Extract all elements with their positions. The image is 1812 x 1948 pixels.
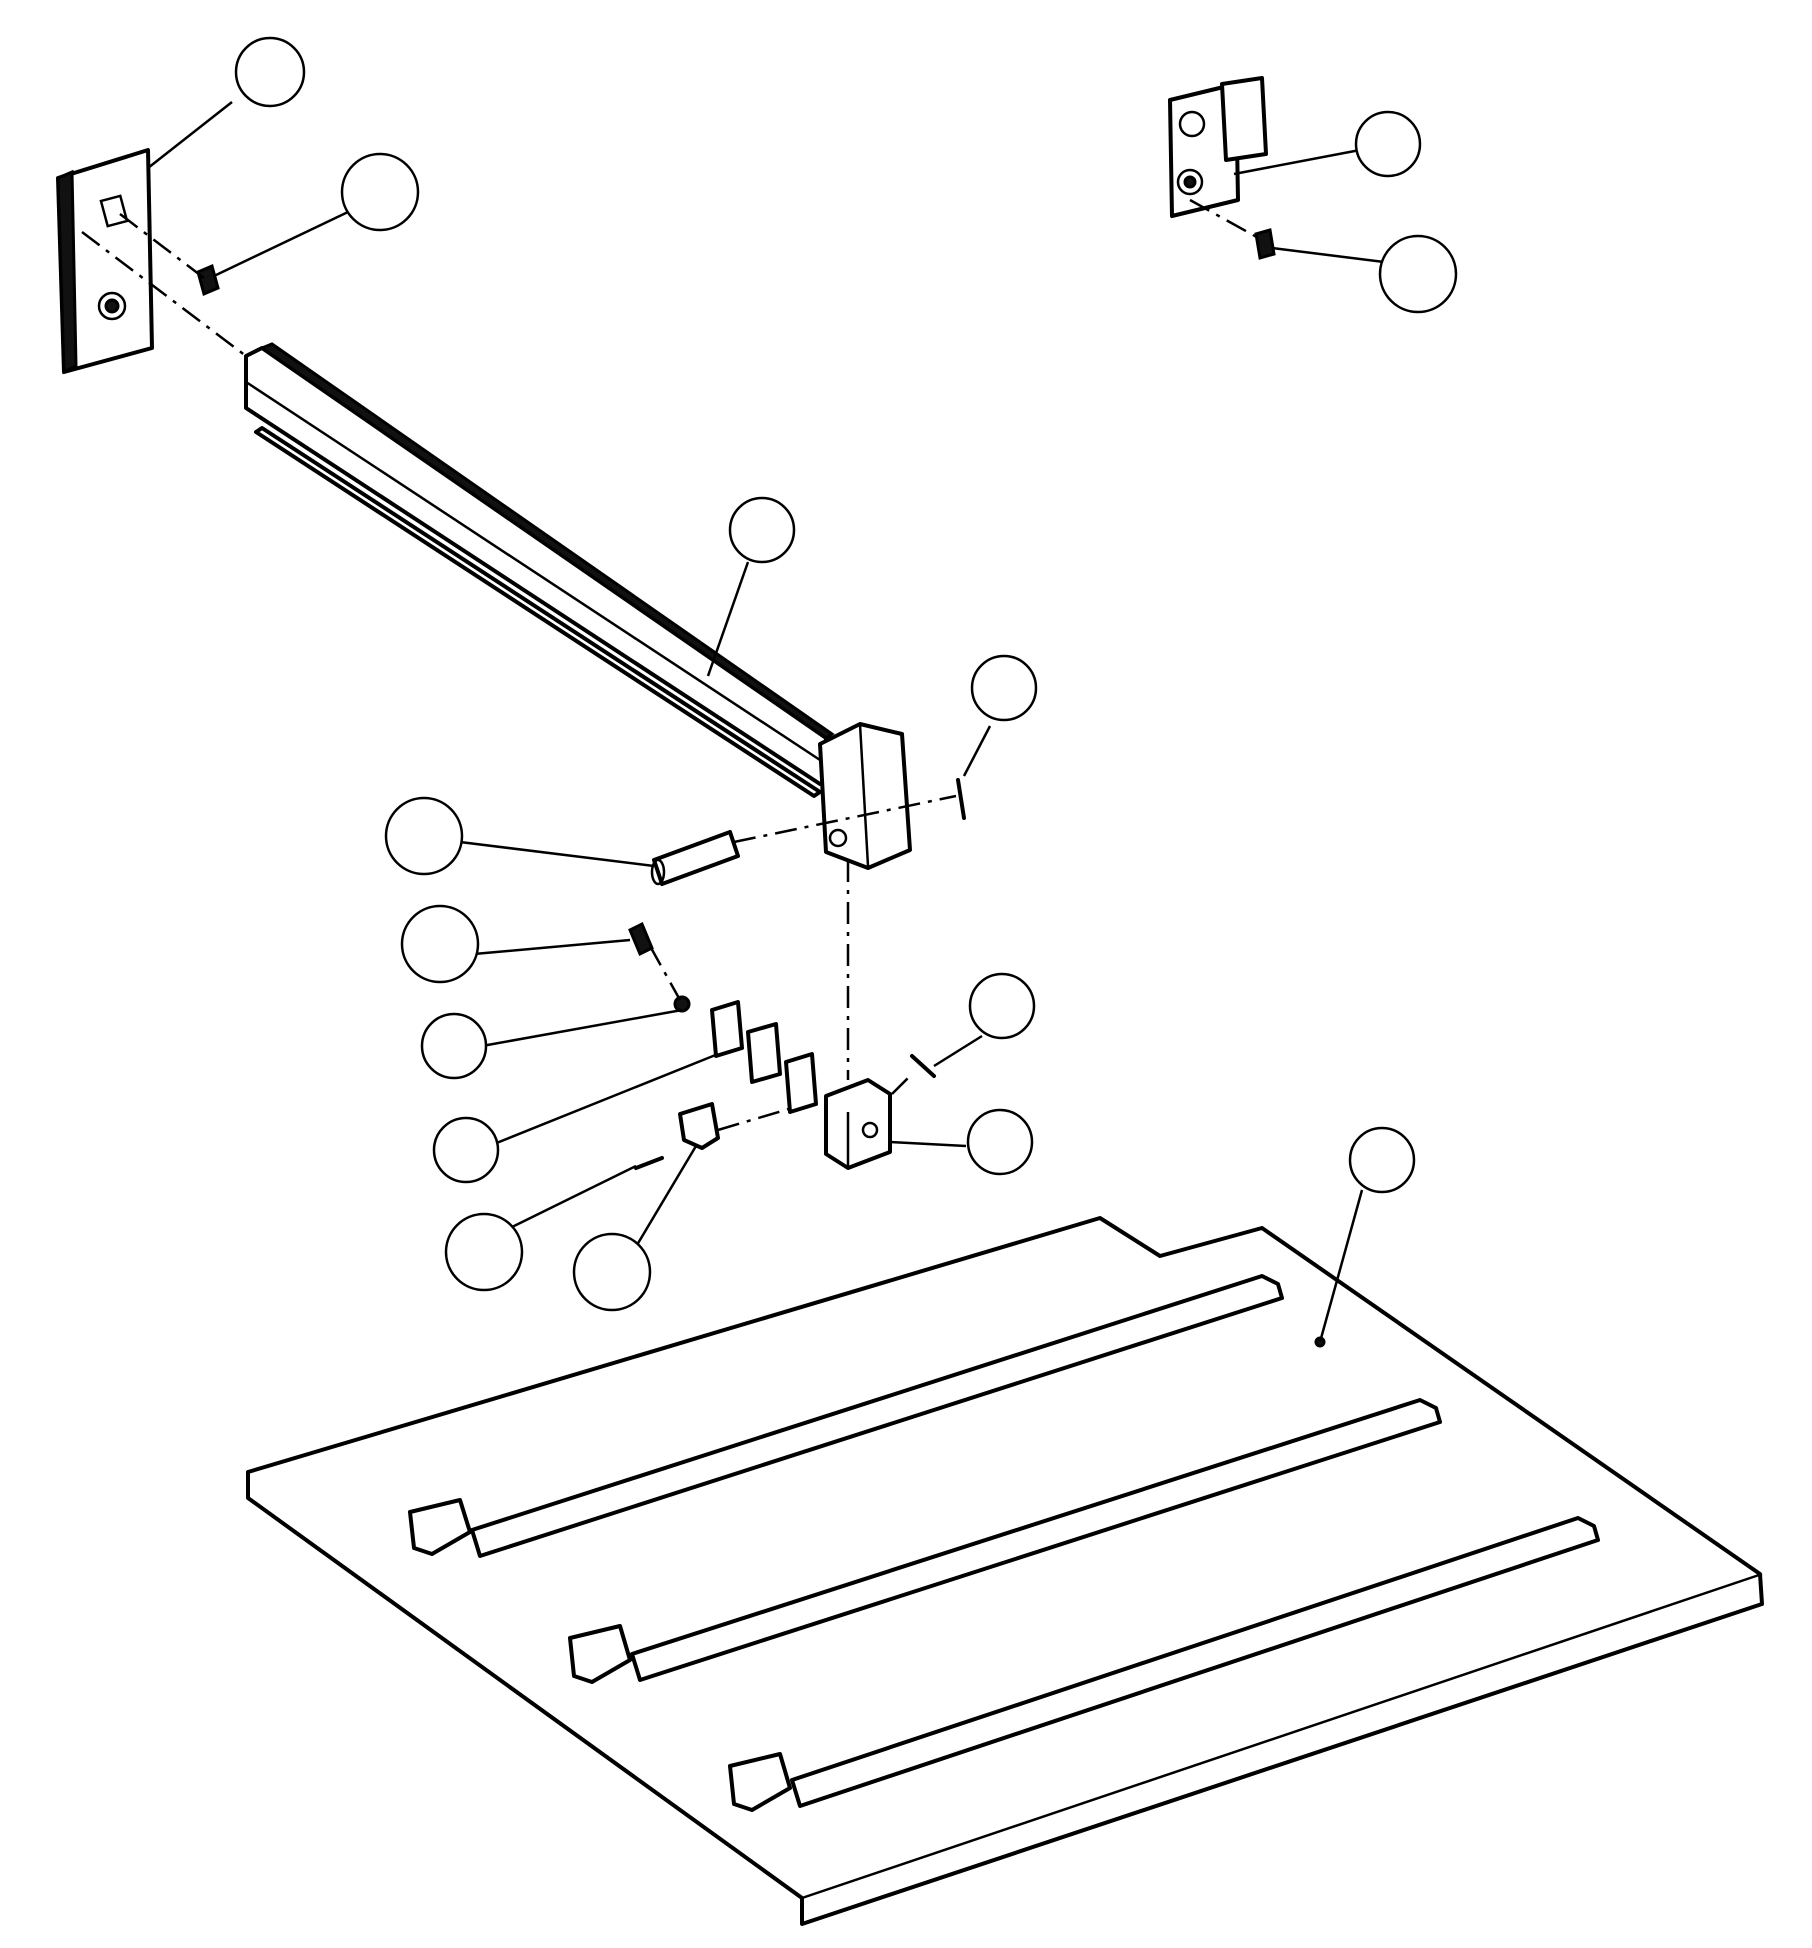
bracket-screw-right[interactable] (1254, 228, 1276, 260)
right-mounting-bracket[interactable] (1168, 76, 1268, 218)
callout-12 (966, 1108, 1034, 1176)
assembly-lines (81, 198, 1263, 1132)
slide-track-2[interactable] (568, 1398, 1442, 1684)
callout-1 (234, 36, 306, 108)
callout-9 (420, 1012, 488, 1080)
callout-6 (970, 654, 1038, 722)
bracket-screw-left[interactable] (196, 263, 220, 297)
spacer-plate-2[interactable] (746, 1022, 782, 1084)
callout-11 (432, 1116, 500, 1184)
rail-end-cap[interactable] (818, 722, 912, 870)
leader-lines (147, 101, 1385, 1343)
callout-10 (968, 972, 1036, 1040)
clip-screw[interactable] (634, 1156, 664, 1170)
rail-bar[interactable] (244, 342, 835, 798)
callout-5 (728, 496, 796, 564)
callout-8 (400, 904, 480, 984)
callout-4 (1378, 234, 1458, 314)
spacer-plate-1[interactable] (710, 1000, 744, 1058)
left-mounting-bracket[interactable] (56, 148, 154, 375)
callout-3 (1354, 110, 1422, 178)
end-pin[interactable] (650, 830, 740, 886)
washer-screw[interactable] (628, 921, 654, 957)
latch-spring[interactable] (910, 1054, 936, 1078)
base-plate[interactable] (246, 1216, 1764, 1926)
slide-track-1[interactable] (408, 1274, 1284, 1558)
callout-7 (384, 796, 464, 876)
small-washer[interactable] (673, 995, 691, 1013)
callout-13 (1348, 1126, 1416, 1194)
callout-2 (340, 152, 420, 232)
spacer-plate-3[interactable] (784, 1052, 818, 1114)
slide-track-3[interactable] (728, 1516, 1600, 1812)
latch-block[interactable] (824, 1078, 892, 1170)
end-spring[interactable] (956, 778, 966, 820)
callout-14 (444, 1212, 524, 1292)
clip-part[interactable] (678, 1102, 720, 1150)
callout-15 (572, 1232, 652, 1312)
